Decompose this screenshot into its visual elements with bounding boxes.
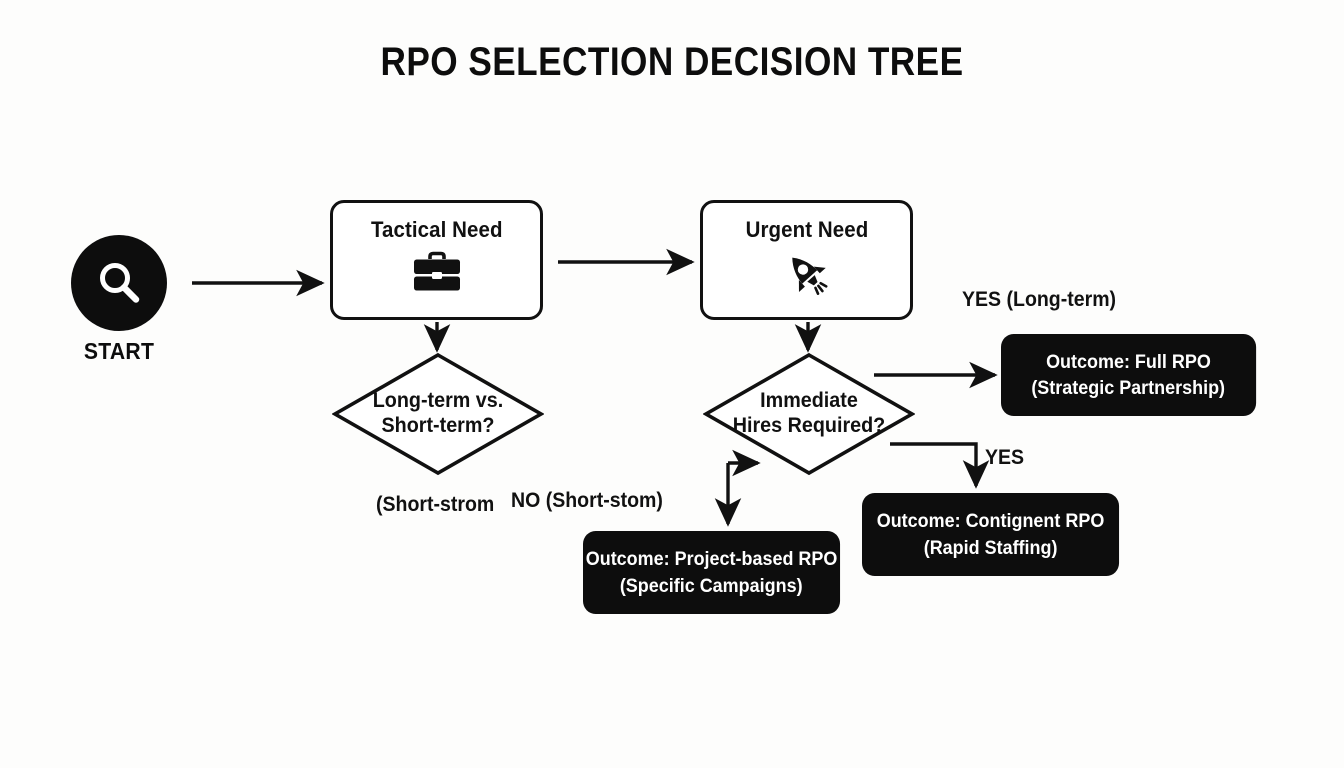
node-urgent-need-label: Urgent Need [745,217,868,242]
outcome-full-rpo[interactable]: Outcome: Full RPO (Strategic Partnership… [1001,334,1257,416]
outcome-contingent-rpo-line2: (Rapid Staffing) [923,536,1058,559]
outcome-project-based-rpo[interactable]: Outcome: Project-based RPO (Specific Cam… [583,531,841,614]
outcome-full-rpo-line1: Outcome: Full RPO [1046,350,1211,373]
node-tactical-need[interactable]: Tactical Need [330,200,543,320]
outcome-contingent-rpo[interactable]: Outcome: Contignent RPO (Rapid Staffing) [862,493,1120,576]
edge-label-yes-long-term: YES (Long-term) [962,288,1117,311]
rocket-icon [781,251,833,297]
diamond-shape [332,352,544,476]
start-node[interactable] [71,235,167,331]
decision-long-vs-short-line2: Short-term? [381,414,495,437]
edge-label-yes: YES [985,446,1025,469]
decision-immediate-hires-line2: Hires Required? [732,414,886,437]
node-tactical-need-label: Tactical Need [370,217,503,242]
page-title: RPO SELECTION DECISION TREE [380,40,964,84]
decision-long-vs-short-text: Long-term vs. Short-term? [338,352,537,476]
outcome-full-rpo-line2: (Strategic Partnership) [1031,377,1226,399]
start-label: START [83,338,155,364]
diamond-shape [703,352,915,476]
edge-label-short-strom: (Short-strom [376,493,495,516]
decision-long-vs-short-line1: Long-term vs. [372,389,504,413]
decision-long-vs-short[interactable]: Long-term vs. Short-term? [332,352,544,476]
magnifier-icon [100,263,140,303]
outcome-project-based-rpo-line2: (Specific Campaigns) [620,574,803,597]
edge-label-no-short-stom: NO (Short-stom) [511,489,663,512]
decision-immediate-hires-line1: Immediate [760,389,858,413]
outcome-project-based-rpo-line1: Outcome: Project-based RPO [585,548,838,571]
outcome-contingent-rpo-line1: Outcome: Contignent RPO [876,510,1105,533]
node-urgent-need[interactable]: Urgent Need [700,200,913,320]
decision-immediate-hires[interactable]: Immediate Hires Required? [703,352,915,476]
decision-immediate-hires-text: Immediate Hires Required? [709,352,908,476]
briefcase-icon [412,251,462,293]
